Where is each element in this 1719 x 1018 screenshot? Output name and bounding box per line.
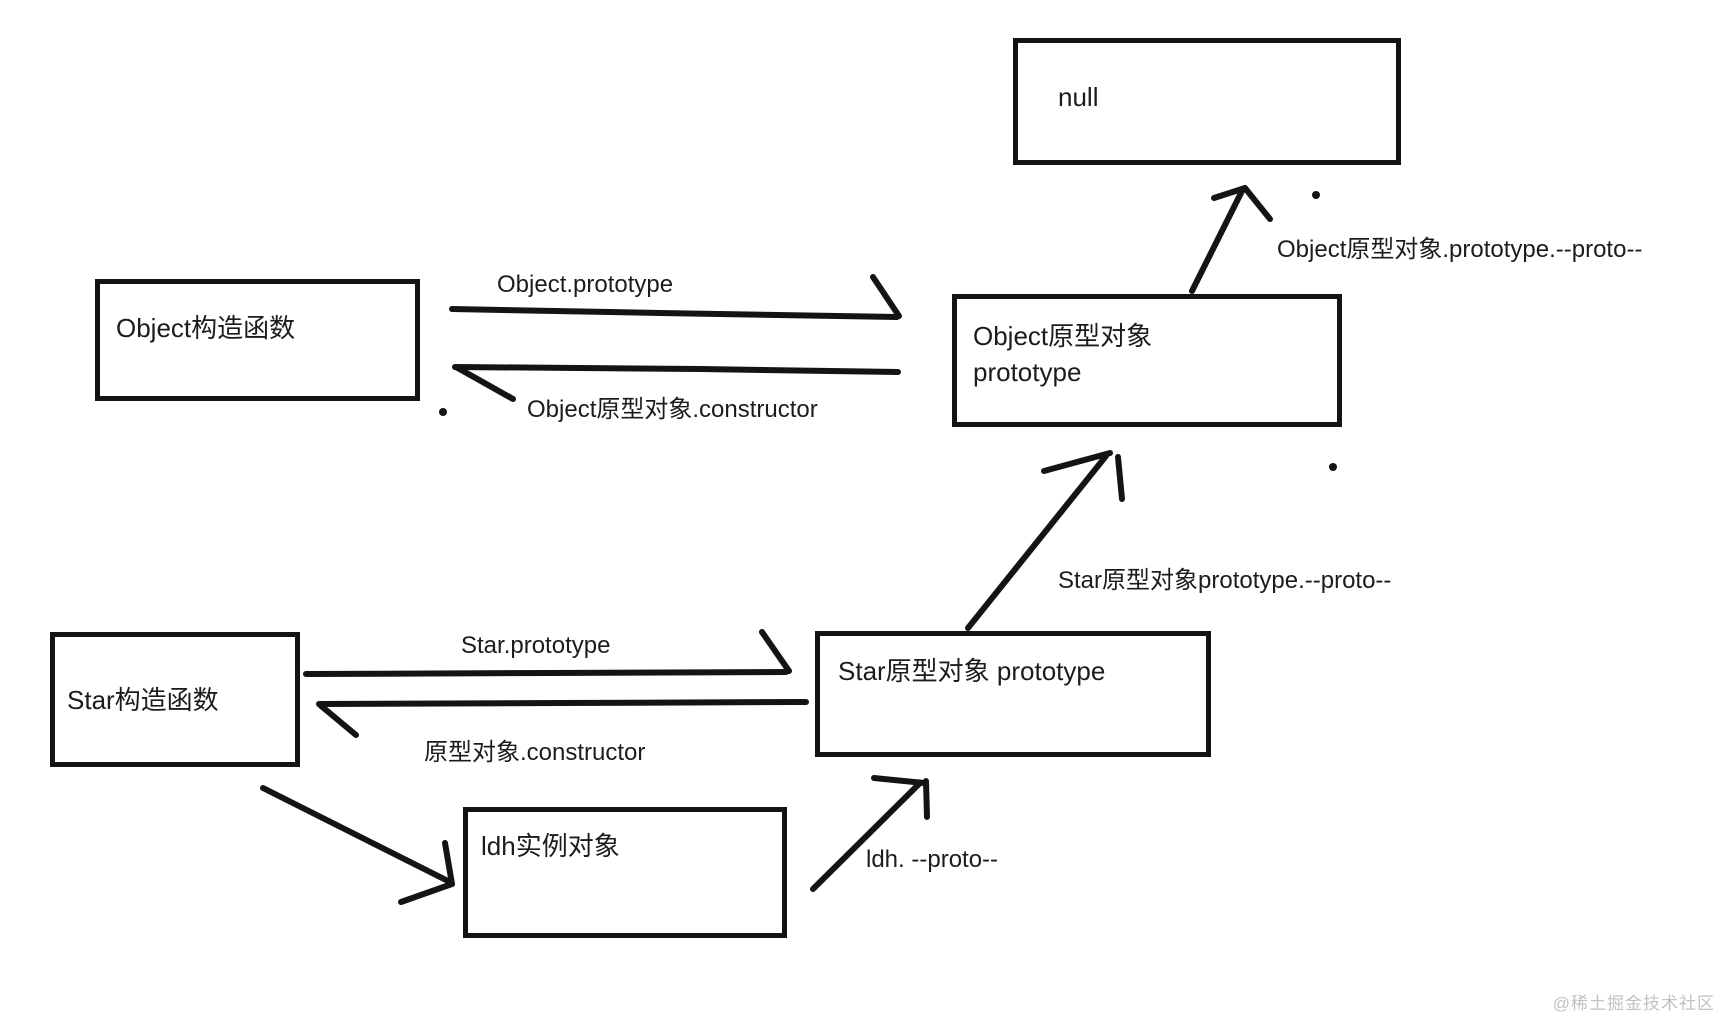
- pen-dot: [439, 408, 447, 416]
- pen-dot: [1312, 191, 1320, 199]
- object-prototype-line2: prototype: [973, 357, 1082, 388]
- star-prototype-box: Star原型对象 prototype: [815, 631, 1211, 757]
- object-constructor-label: Object构造函数: [116, 313, 296, 343]
- object-prototype-line1: Object原型对象: [973, 321, 1153, 351]
- star-prototype-label: Star原型对象 prototype: [838, 656, 1106, 686]
- ldh-instance-label: ldh实例对象: [481, 831, 620, 861]
- edge-label-star-prototype: Star.prototype: [461, 632, 611, 659]
- object-prototype-box: Object原型对象 prototype: [952, 294, 1342, 427]
- arrow-star-constructor: [316, 699, 809, 738]
- edge-label-star-constructor: 原型对象.constructor: [424, 739, 646, 766]
- null-box: null: [1013, 38, 1401, 165]
- arrow-object-proto-chain: [1189, 185, 1273, 294]
- object-constructor-box: Object构造函数: [95, 279, 420, 401]
- star-constructor-label: Star构造函数: [67, 685, 219, 715]
- star-constructor-box: Star构造函数: [50, 632, 300, 767]
- edge-label-object-proto-chain: Object原型对象.prototype.--proto--: [1277, 236, 1643, 263]
- edge-label-star-proto-chain: Star原型对象prototype.--proto--: [1058, 567, 1392, 594]
- null-box-label: null: [1058, 82, 1099, 112]
- arrow-star-proto-chain: [965, 450, 1125, 631]
- edge-label-object-constructor: Object原型对象.constructor: [527, 396, 818, 423]
- ldh-instance-box: ldh实例对象: [463, 807, 787, 938]
- watermark: @稀土掘金技术社区: [1552, 994, 1715, 1013]
- pen-dot: [1329, 463, 1337, 471]
- arrow-new-instance: [260, 785, 455, 905]
- edge-label-ldh-proto: ldh. --proto--: [866, 846, 999, 873]
- edge-label-object-prototype: Object.prototype: [497, 271, 674, 298]
